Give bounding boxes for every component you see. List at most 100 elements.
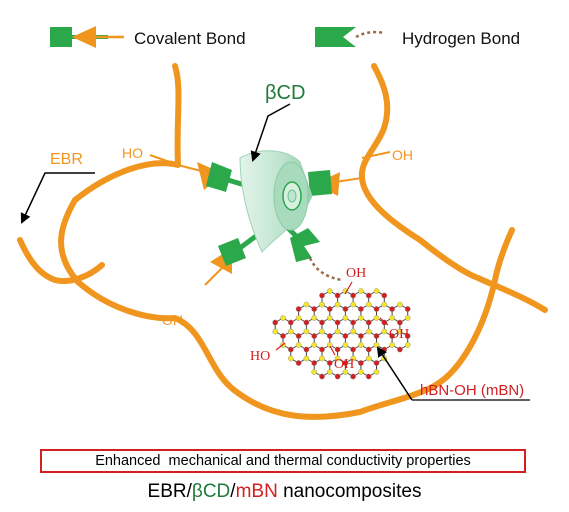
nitrogen-atom [311,306,318,312]
legend-hydrogen-bond: Hydrogen Bond [315,27,520,48]
boron-atom [397,328,403,335]
boron-atom [311,315,318,321]
boron-atom [326,342,333,348]
label-oh-hbn-right: OH [389,327,409,342]
label-oh-hbn-bottom: OH [334,357,354,372]
nitrogen-atom [334,346,341,353]
nitrogen-atom [397,319,403,326]
nitrogen-atom [334,319,341,326]
boron-atom [373,369,380,375]
boron-atom [342,315,349,321]
nitrogen-atom [342,306,349,312]
boron-atom [326,315,333,321]
nitrogen-atom [404,333,411,339]
nitrogen-atom [326,306,333,312]
boron-atom [404,342,411,348]
nitrogen-atom [373,306,380,312]
nitrogen-atom [365,346,372,353]
legend-covalent-bond: Covalent Bond [50,26,246,48]
nitrogen-atom [389,306,395,312]
boron-atom [326,288,333,294]
nitrogen-atom [319,292,325,299]
label-hbn-oh-text: hBN-OH [420,382,477,399]
dotted-hbond-icon [355,30,385,39]
boron-atom [358,342,364,348]
nitrogen-atom [350,319,356,326]
covalent-linker-lower-left: OH [162,234,258,328]
hbn-oh-sheet [272,281,411,380]
hbn-hydroxyl-bond [329,345,336,356]
nitrogen-atom [287,346,294,353]
boron-atom [287,328,294,335]
label-oh-lower-left: OH [162,312,183,328]
nitrogen-atom [397,346,403,353]
nitrogen-atom [311,333,318,339]
label-oh-upper-right: OH [392,147,413,163]
boron-atom [373,288,380,294]
boron-atom [365,355,372,362]
ebr-arrow [20,172,95,224]
nitrogen-atom [358,306,364,312]
nitrogen-atom [350,292,356,299]
hydrogen-linker-lower [286,226,343,282]
hbn-hydroxyl-bond [379,317,389,326]
boron-atom [350,301,356,308]
nitrogen-atom [365,373,372,380]
hydroxyl-upper-right: OH [361,147,413,163]
boron-atom [342,342,349,348]
boron-atom [381,301,388,308]
nitrogen-atom [389,333,395,339]
boron-atom [342,369,349,375]
label-beta-cd: βCD [265,82,305,104]
nitrogen-atom [272,319,279,326]
boron-atom [326,369,333,375]
boron-atom [295,315,302,321]
nitrogen-atom [404,306,411,312]
ebr-chain-left [58,63,515,420]
boron-atom [397,301,403,308]
dotted-hbond-link [308,257,343,282]
beta-cyclodextrin-cone [239,150,313,253]
nitrogen-atom [350,373,356,380]
nitrogen-atom [280,333,286,339]
boron-atom [295,342,302,348]
boron-atom [389,342,395,348]
hbn-arrow [376,346,413,401]
boron-atom [303,355,310,362]
green-block-icon [315,27,335,47]
label-hbn-oh: hBN-OH (mBN) [420,382,524,399]
nitrogen-atom [319,346,325,353]
legend-covalent-label: Covalent Bond [134,29,246,48]
beta-cd-arrow [250,103,291,162]
label-ho-hbn-left: HO [250,349,270,364]
boron-atom [350,328,356,335]
nitrogen-atom [358,360,364,366]
boron-atom [358,315,364,321]
label-ho-upper-left: HO [122,145,143,161]
boron-atom [404,315,411,321]
footer-mbn: mBN [235,481,278,502]
nitrogen-atom [311,360,318,366]
boron-atom [381,328,388,335]
boron-atom [389,315,395,321]
legend-hydrogen-label: Hydrogen Bond [402,29,520,48]
boron-atom [334,301,341,308]
boron-atom [311,342,318,348]
nitrogen-atom [358,333,364,339]
boron-atom [350,355,356,362]
boron-atom [334,355,341,362]
hbn-hydroxyl-bond [275,342,286,351]
boron-atom [365,301,372,308]
nitrogen-atom [295,306,302,312]
boron-atom [319,328,325,335]
footer-ebr: EBR/ [147,481,192,502]
boron-atom [303,328,310,335]
boron-atom [365,328,372,335]
nitrogen-atom [342,360,349,366]
nitrogen-atom [365,319,372,326]
nitrogen-atom [365,292,372,299]
nanocomposite-title: EBR/βCD/mBN nanocomposites [0,481,569,503]
nitrogen-atom [319,373,325,380]
nitrogen-atom [303,319,310,326]
orange-arrow-icon [72,26,96,48]
